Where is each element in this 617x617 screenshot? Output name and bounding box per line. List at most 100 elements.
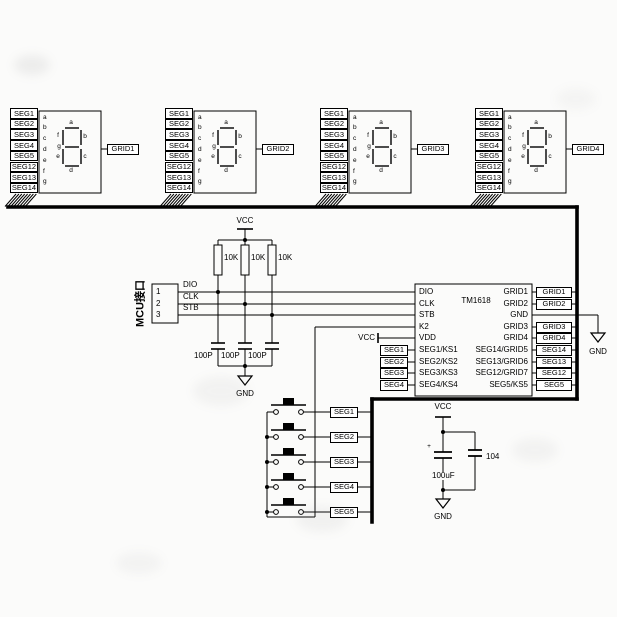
wire bbox=[489, 193, 502, 207]
capacitor-value: 100P bbox=[193, 351, 214, 360]
net-label: SEG12 bbox=[536, 367, 572, 379]
chip-pin-label: VDD bbox=[419, 333, 436, 342]
button-cap bbox=[283, 398, 294, 405]
chip-pin-label: GRID1 bbox=[503, 287, 528, 296]
net-label: SEG1 bbox=[380, 344, 408, 356]
wire bbox=[168, 193, 181, 207]
display-pin-letter: b bbox=[198, 124, 202, 132]
digit-segment-letter: d bbox=[534, 166, 538, 174]
wire bbox=[475, 193, 488, 207]
display-pin-letter: c bbox=[508, 134, 512, 142]
wire bbox=[320, 193, 333, 207]
button-terminal bbox=[273, 484, 279, 490]
gnd-arrow-symbol bbox=[236, 375, 254, 386]
display-pin-letter: f bbox=[508, 167, 510, 175]
wire bbox=[165, 193, 178, 207]
net-label-seg: SEG14 bbox=[320, 182, 348, 194]
display-pin-letter: g bbox=[43, 178, 47, 186]
wire bbox=[323, 193, 336, 207]
digit-segment-letter: e bbox=[211, 152, 215, 160]
display-pin-letter: e bbox=[198, 156, 202, 164]
wire bbox=[13, 193, 26, 207]
display-pin-letter: c bbox=[353, 134, 357, 142]
connector-pin-number: 1 bbox=[156, 287, 161, 296]
chip-pin-label: GRID4 bbox=[503, 333, 528, 342]
capacitor-value: 100P bbox=[220, 351, 241, 360]
net-label: SEG3 bbox=[380, 367, 408, 379]
net-label-key: SEG2 bbox=[330, 431, 358, 443]
digit-segment-letter: a bbox=[69, 118, 73, 126]
button-terminal bbox=[298, 434, 304, 440]
net-label-seg: SEG5 bbox=[10, 150, 38, 162]
display-pin-letter: e bbox=[508, 156, 512, 164]
wire bbox=[484, 193, 496, 207]
net-label-seg: SEG14 bbox=[165, 182, 193, 194]
wire bbox=[19, 193, 31, 207]
wire bbox=[314, 193, 327, 207]
gnd-arrow-symbol bbox=[434, 498, 452, 509]
display-pin-letter: c bbox=[198, 134, 202, 142]
wire bbox=[16, 193, 28, 207]
net-label: GRID1 bbox=[536, 286, 572, 298]
digit-segment-letter: d bbox=[69, 166, 73, 174]
net-label-seg: SEG4 bbox=[475, 140, 503, 151]
button-cap bbox=[283, 448, 294, 455]
display-pin-letter: d bbox=[508, 145, 512, 153]
net-label-seg: SEG13 bbox=[320, 172, 348, 183]
chip-pin-label: SEG14/GRID5 bbox=[475, 345, 528, 354]
resistor-value: 10K bbox=[224, 253, 239, 262]
button-cap bbox=[283, 423, 294, 430]
display-pin-letter: g bbox=[353, 178, 357, 186]
chip-pin-label: SEG5/KS5 bbox=[489, 380, 528, 389]
net-label: GRID2 bbox=[536, 298, 572, 310]
wire bbox=[472, 193, 485, 207]
chip-pin-label: SEG13/GRID6 bbox=[475, 357, 528, 366]
wire bbox=[326, 193, 338, 207]
wire bbox=[159, 193, 172, 207]
signal-label: DIO bbox=[183, 280, 198, 289]
display-pin-letter: a bbox=[43, 113, 47, 121]
display-pin-letter: b bbox=[43, 124, 47, 132]
net-label-seg: SEG12 bbox=[320, 161, 348, 172]
watermark-smudge bbox=[512, 438, 558, 462]
gnd-label: GND bbox=[236, 389, 254, 398]
watermark-smudge bbox=[116, 552, 162, 574]
capacitor-value: 104 bbox=[486, 452, 500, 461]
display-pin-letter: d bbox=[353, 145, 357, 153]
digit-segment-letter: g bbox=[57, 142, 61, 150]
display-pin-letter: f bbox=[353, 167, 355, 175]
mcu-header-title: MCU接口 bbox=[134, 279, 147, 328]
capacitor-value: 100P bbox=[247, 351, 268, 360]
wire bbox=[334, 193, 347, 207]
digit-segment-letter: b bbox=[83, 132, 87, 140]
chip-pin-label: SEG4/KS4 bbox=[419, 380, 458, 389]
net-label-key: SEG4 bbox=[330, 481, 358, 493]
digit-segment-letter: c bbox=[238, 152, 242, 160]
chip-pin-label: SEG1/KS1 bbox=[419, 345, 458, 354]
display-pin-letter: g bbox=[508, 178, 512, 186]
chip-pin-label: STB bbox=[419, 310, 435, 319]
chip-pin-label: K2 bbox=[419, 322, 429, 331]
wire bbox=[179, 193, 192, 207]
net-label-seg: SEG1 bbox=[165, 108, 193, 119]
resistor-value: 10K bbox=[251, 253, 266, 262]
display-pin-letter: c bbox=[43, 134, 47, 142]
wire bbox=[487, 193, 499, 207]
net-label-seg: SEG5 bbox=[165, 150, 193, 162]
resistor-body bbox=[240, 244, 250, 276]
chip-pin-label: GND bbox=[510, 310, 528, 319]
seven-seg-display-box bbox=[38, 110, 102, 194]
resistor-body bbox=[267, 244, 277, 276]
net-label: SEG13 bbox=[536, 356, 572, 368]
net-label-seg: SEG13 bbox=[475, 172, 503, 183]
net-label-grid: GRID3 bbox=[417, 143, 449, 155]
net-label-seg: SEG2 bbox=[165, 118, 193, 130]
net-label-seg: SEG1 bbox=[475, 108, 503, 119]
seven-seg-display-box bbox=[503, 110, 567, 194]
wire bbox=[329, 193, 341, 207]
button-terminal bbox=[273, 459, 279, 465]
watermark-smudge bbox=[193, 376, 249, 406]
button-cap bbox=[283, 498, 294, 505]
